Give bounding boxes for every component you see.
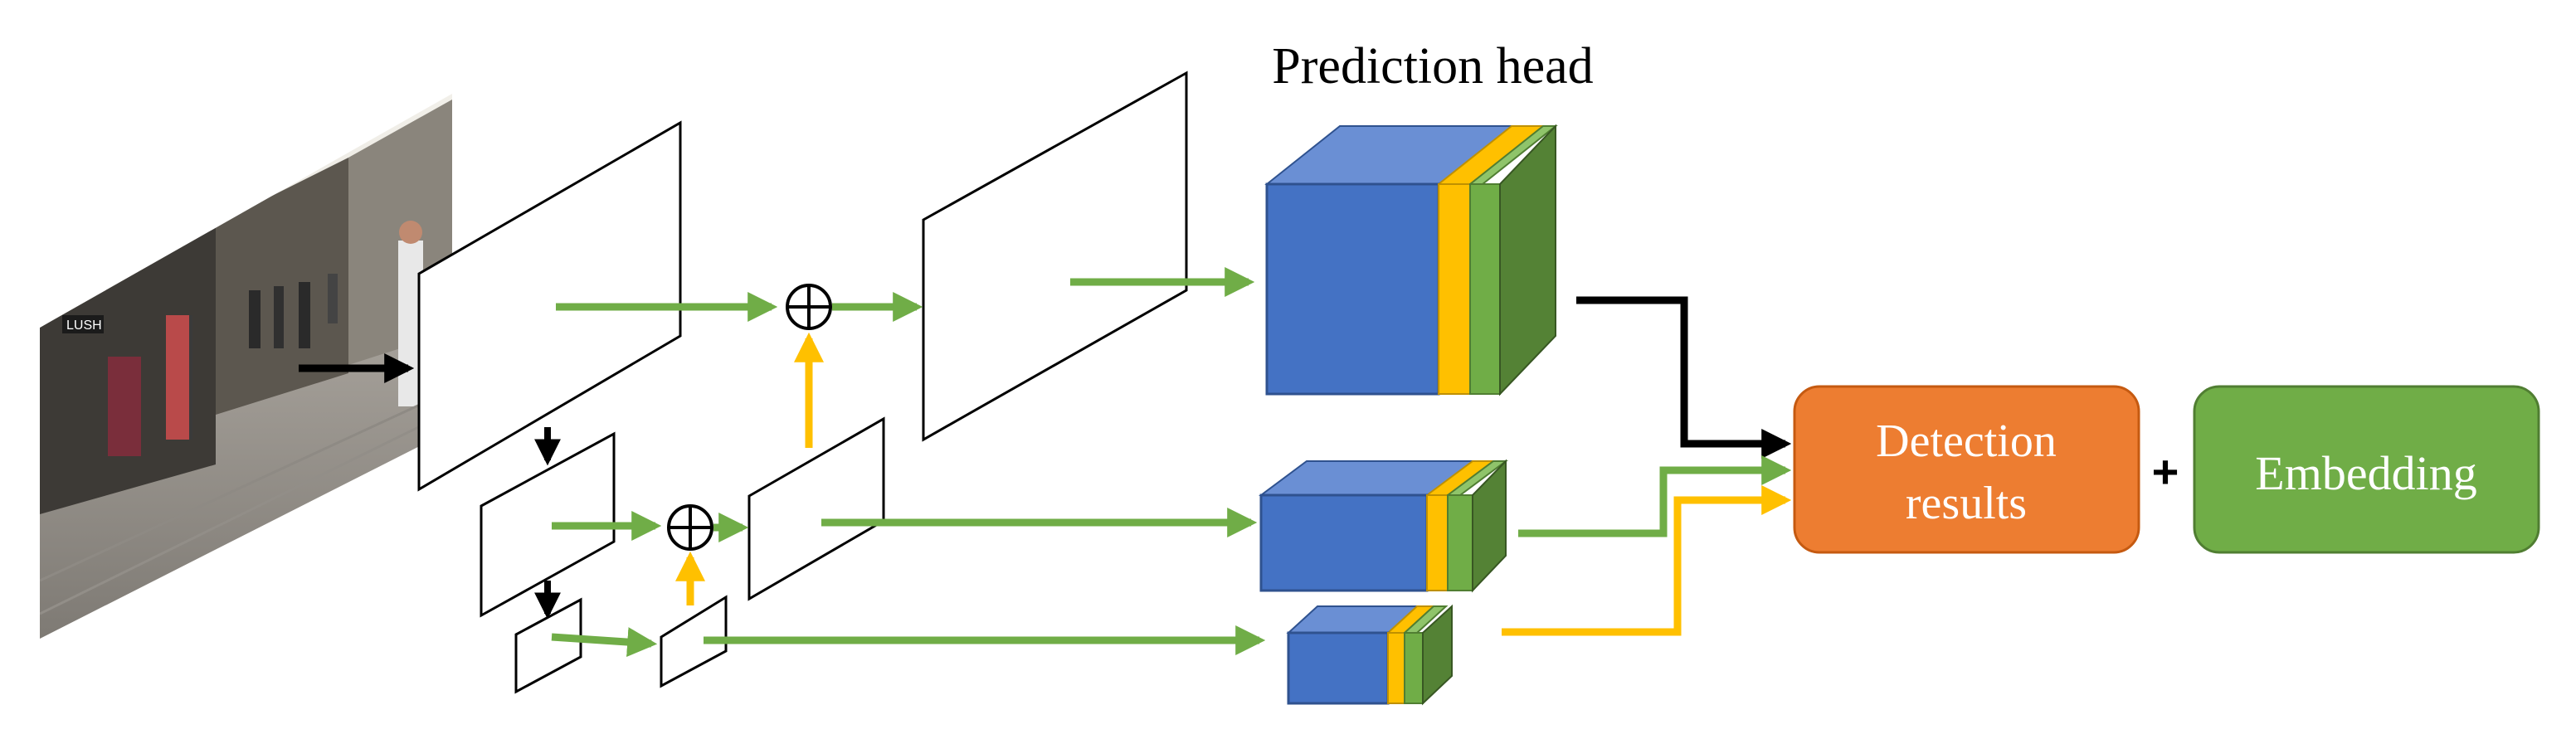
prediction-head-block-medium [1258, 459, 1509, 593]
prediction-head-title: Prediction head [1272, 38, 1593, 95]
feature-map-p3 [922, 70, 1188, 442]
feature-map-p5 [660, 595, 728, 688]
detection-label-line1: Detection [1876, 416, 2057, 467]
head-large-connector [1576, 296, 1792, 459]
embedding-label: Embedding [2255, 446, 2476, 500]
detection-results-box: Detection results [1793, 385, 2140, 554]
detection-label-line2: results [1906, 478, 2027, 529]
head-small-connector [1502, 485, 1792, 636]
sum-node-middle [667, 504, 713, 551]
prediction-head-block-small [1286, 604, 1453, 706]
input-street-image: LUSH [40, 94, 452, 639]
svg-text:LUSH: LUSH [66, 318, 102, 333]
feature-map-c4 [480, 431, 616, 618]
plus-sign: + [2152, 445, 2179, 498]
sum-node-top [786, 284, 832, 330]
prediction-head-block-large [1264, 124, 1558, 396]
feature-map-c3 [417, 120, 682, 492]
feature-map-p4 [747, 416, 885, 601]
embedding-box: Embedding [2193, 385, 2540, 554]
lateral-arrow-c5 [551, 627, 658, 658]
head-medium-connector [1518, 455, 1792, 537]
